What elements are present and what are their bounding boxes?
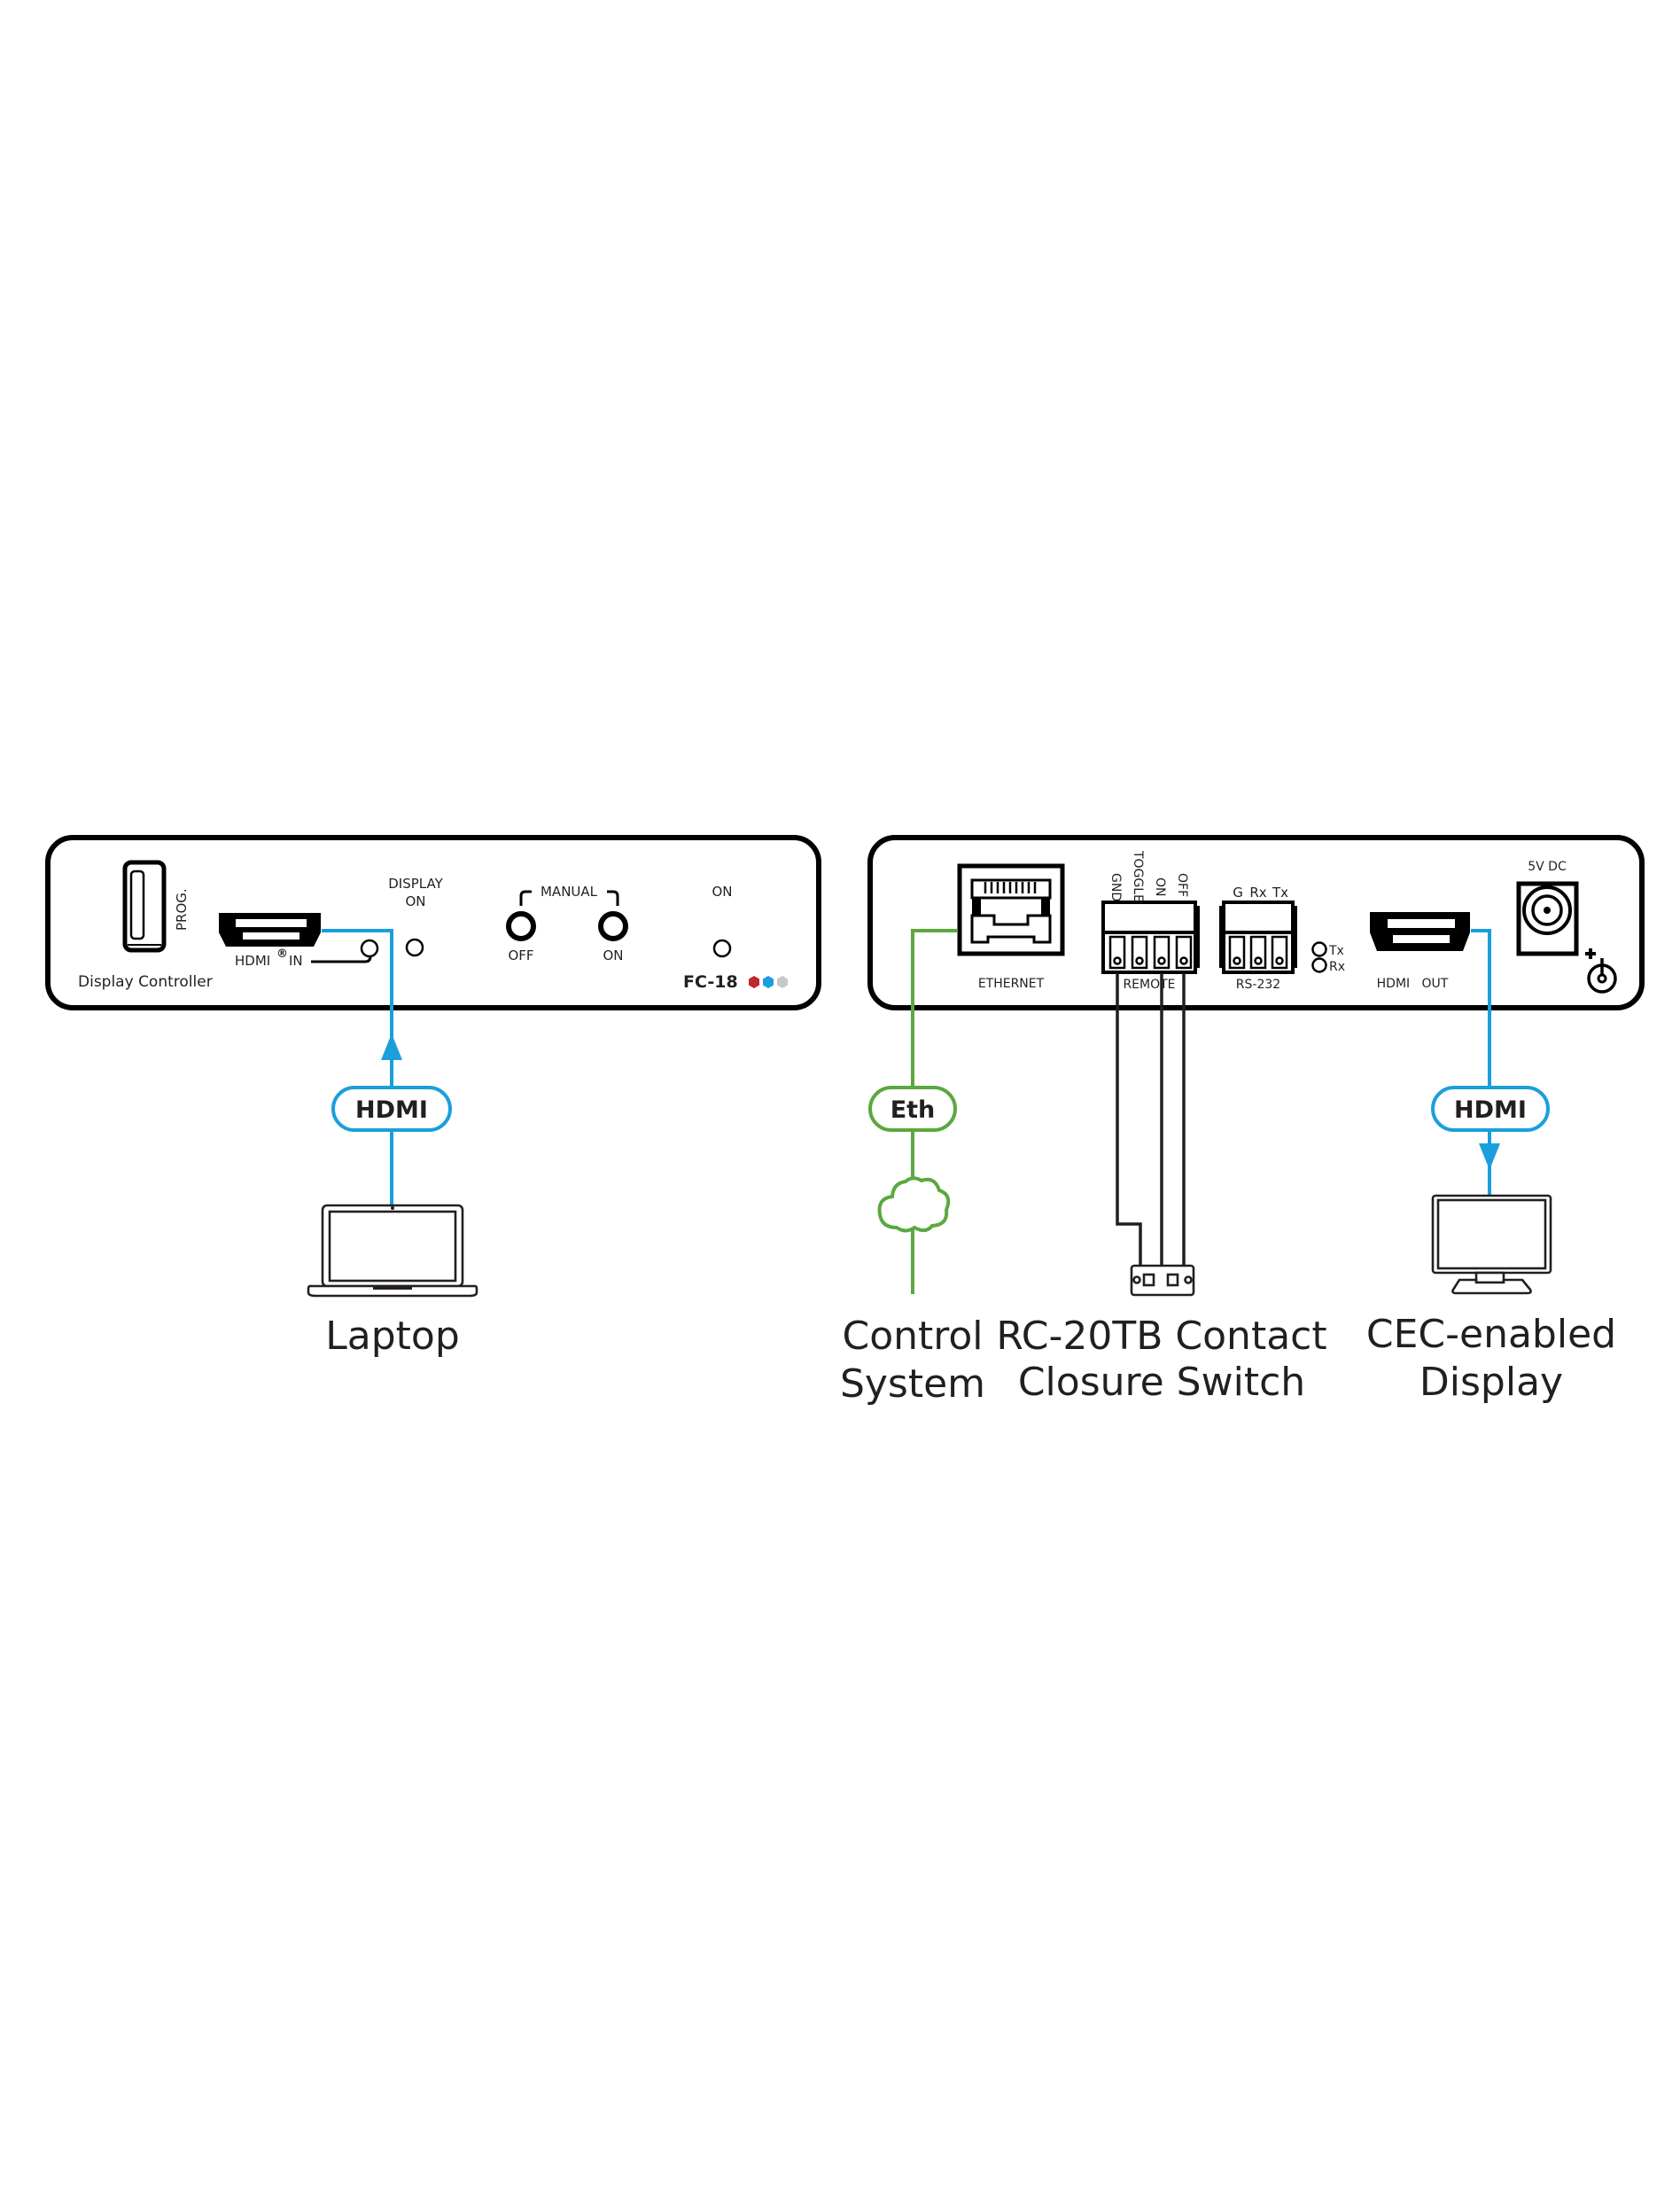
contact-switch-icon (1130, 1264, 1195, 1297)
hdmi-link-pill (331, 1086, 452, 1132)
manual-label: MANUAL (541, 884, 598, 900)
manual-bracket-left (519, 890, 532, 906)
ethernet-cable (911, 929, 957, 1294)
manual-bracket-right (607, 890, 619, 906)
remote-switch-connection (1116, 973, 1195, 1297)
caption-control-line2: System (840, 1361, 985, 1407)
rx-led-label: Rx (1329, 960, 1345, 974)
hdmi-out-label: HDMI OUT (1377, 977, 1449, 991)
brand-hex-red-icon (749, 976, 759, 988)
arrow-up-icon (381, 1033, 402, 1060)
hdmi-port-icon (1370, 912, 1470, 951)
monitor-icon (1431, 1194, 1552, 1295)
caption-control-line1: Control (842, 1314, 983, 1359)
usb-prog-port[interactable] (122, 860, 167, 953)
manual-off-label: OFF (508, 947, 533, 963)
display-on-label-2: ON (405, 893, 425, 909)
power-jack-icon (1516, 881, 1579, 956)
hdmi-link-pill (1431, 1086, 1550, 1132)
ethernet-label: ETHERNET (978, 977, 1045, 991)
power-on-led-icon (712, 939, 732, 958)
registered-mark: ® (276, 947, 288, 961)
caption-switch-line1: RC-20TB Contact (996, 1314, 1326, 1359)
ethernet-connection: Eth (868, 929, 957, 1294)
usb-prog-label: PROG. (174, 888, 190, 931)
laptop-hdmi-connection: HDMI (322, 929, 452, 1205)
brand-hex-gray-icon (777, 976, 788, 988)
caption-display-line1: CEC-enabled (1366, 1312, 1616, 1357)
front-panel-chassis (45, 835, 821, 1010)
eth-link-pill (868, 1086, 957, 1132)
hdmi-in-label: HDMI (235, 953, 270, 969)
display-on-led-icon (405, 938, 424, 957)
display-hdmi-connection: HDMI (1431, 929, 1550, 1197)
hdmi-in-suffix: IN (289, 953, 303, 969)
rs232-label: RS-232 (1236, 978, 1280, 992)
rs232-terminal-block[interactable] (1219, 901, 1297, 974)
front-panel: PROG. HDMI ® IN DISPLAY ON MANUAL OFF ON… (45, 835, 821, 1010)
polarity-icon (1585, 948, 1617, 994)
rs232-pin-tx: Tx (1272, 885, 1288, 901)
device-name: Display Controller (78, 973, 213, 991)
usb-port-icon (122, 860, 167, 953)
rear-panel: ETHERNET GND TOGGLE ON OFF REMOTE (867, 835, 1645, 1010)
remote-pin-toggle: TOGGLE (1131, 850, 1145, 902)
remote-label: REMOTE (1123, 978, 1175, 992)
wire-gnd (1116, 973, 1142, 1266)
remote-pin-on: ON (1153, 877, 1167, 897)
ethernet-port[interactable] (957, 863, 1065, 956)
eth-link-label: Eth (891, 1096, 936, 1124)
hdmi-in-port[interactable] (219, 913, 321, 947)
display-on-label-1: DISPLAY (388, 876, 443, 892)
caption-switch-line2: Closure Switch (1018, 1360, 1305, 1405)
remote-pin-off: OFF (1175, 873, 1189, 897)
hdmi-link-label-laptop: HDMI (355, 1096, 428, 1124)
tx-led-icon (1311, 941, 1327, 957)
dc-power-jack[interactable] (1516, 881, 1579, 956)
usb-port-tongue (129, 869, 145, 940)
manual-off-button[interactable] (506, 911, 536, 941)
hdmi-in-led-icon (360, 939, 379, 958)
tx-led-label: Tx (1328, 944, 1344, 958)
rs232-pin-rx: Rx (1249, 885, 1266, 901)
rj45-icon (957, 863, 1065, 956)
arrow-down-icon (1479, 1143, 1500, 1170)
caption-laptop: Laptop (325, 1314, 460, 1359)
rx-led-icon (1311, 957, 1327, 973)
power-label: 5V DC (1528, 860, 1567, 874)
rs232-pin-g: G (1233, 885, 1243, 901)
manual-on-label: ON (603, 947, 623, 963)
brand-hex-blue-icon (763, 976, 774, 988)
laptop-icon (307, 1204, 478, 1298)
hdmi-port-icon (219, 913, 321, 947)
caption-display-line2: Display (1419, 1360, 1563, 1405)
manual-on-button[interactable] (598, 911, 628, 941)
hdmi-out-port[interactable] (1370, 912, 1470, 951)
hdmi-link-label-display: HDMI (1454, 1096, 1527, 1124)
network-cloud-icon (877, 1176, 951, 1233)
model-name: FC-18 (683, 972, 738, 992)
remote-terminal-block[interactable] (1101, 901, 1200, 974)
power-on-label: ON (712, 884, 732, 900)
remote-pin-gnd: GND (1108, 873, 1123, 901)
